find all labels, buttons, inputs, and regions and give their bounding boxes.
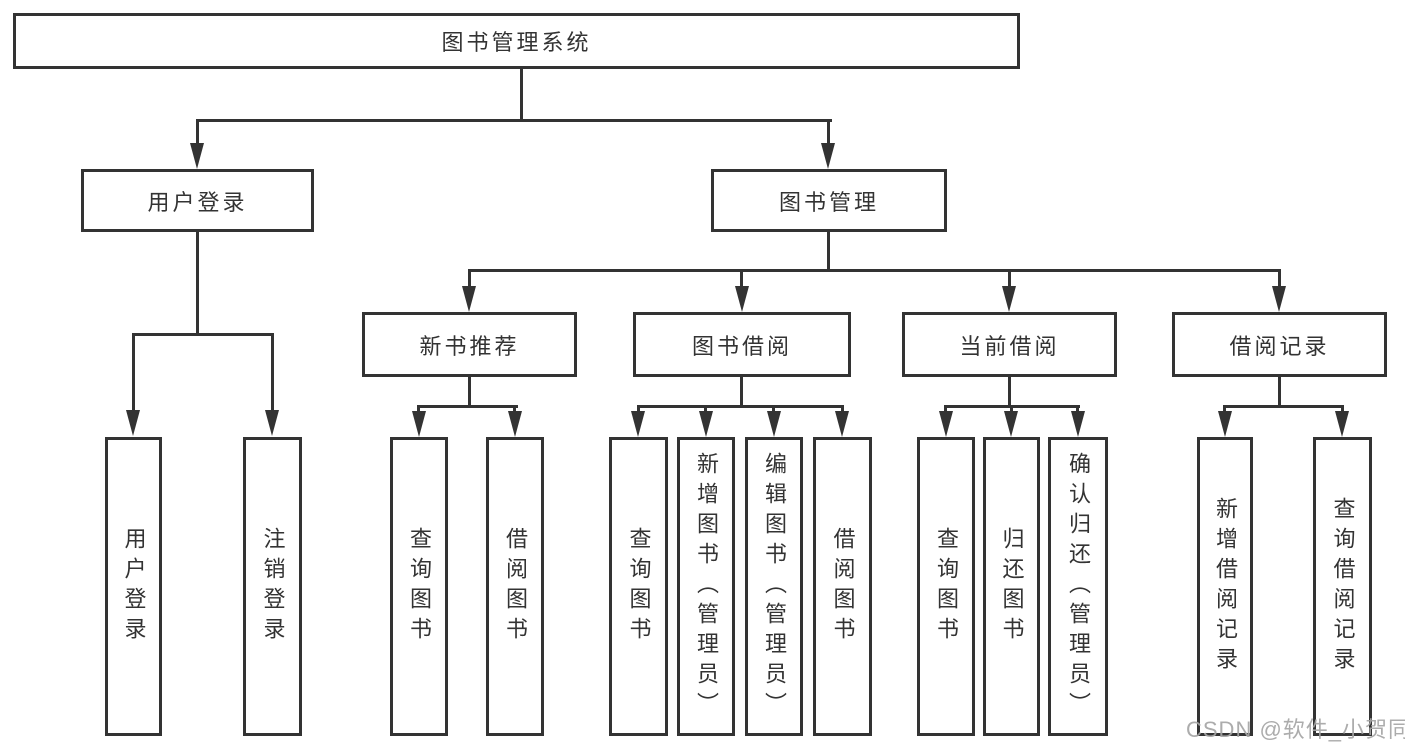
leaf-return-books: 归还图书 <box>983 437 1040 736</box>
connector-line <box>1008 269 1011 289</box>
leaf-label: 查询借阅记录 <box>1330 496 1356 677</box>
node-current-borrowing: 当前借阅 <box>902 312 1117 377</box>
connector-line <box>1278 269 1281 289</box>
node-book-borrowing: 图书借阅 <box>633 312 851 377</box>
leaf-query-books-recommend: 查询图书 <box>390 437 448 736</box>
connector-line <box>704 405 707 414</box>
connector-line <box>417 405 518 408</box>
leaf-borrow-books-recommend: 借阅图书 <box>486 437 544 736</box>
connector-line <box>637 405 844 408</box>
leaf-confirm-return-admin: 确认归还（管理员） <box>1048 437 1108 736</box>
arrowhead-icon <box>462 286 476 312</box>
arrowhead-icon <box>1218 411 1232 437</box>
arrowhead-icon <box>412 411 426 437</box>
node-book-management: 图书管理 <box>711 169 947 232</box>
connector-line <box>271 333 274 412</box>
leaf-add-borrow-record: 新增借阅记录 <box>1197 437 1253 736</box>
node-new-book-recommend: 新书推荐 <box>362 312 577 377</box>
connector-line <box>1010 405 1013 414</box>
leaf-label: 编辑图书（管理员） <box>762 451 787 722</box>
arrowhead-icon <box>1002 286 1016 312</box>
leaf-edit-books-admin: 编辑图书（管理员） <box>745 437 803 736</box>
connector-line <box>1278 375 1281 407</box>
connector-line <box>132 333 274 336</box>
arrowhead-icon <box>835 411 849 437</box>
arrowhead-icon <box>939 411 953 437</box>
leaf-query-books-current: 查询图书 <box>917 437 975 736</box>
arrowhead-icon <box>631 411 645 437</box>
connector-line <box>1076 405 1079 414</box>
connector-line <box>520 67 523 121</box>
connector-line <box>637 405 640 414</box>
leaf-label: 新增借阅记录 <box>1213 496 1238 677</box>
connector-line <box>740 375 743 407</box>
arrowhead-icon <box>1071 411 1085 437</box>
leaf-add-books-admin: 新增图书（管理员） <box>677 437 735 736</box>
csdn-watermark: CSDN @软件_小贺同学 <box>1186 717 1405 742</box>
leaf-label: 归还图书 <box>999 526 1025 647</box>
arrowhead-icon <box>508 411 522 437</box>
leaf-label: 查询图书 <box>407 526 432 647</box>
leaf-label: 借阅图书 <box>503 526 528 647</box>
leaf-query-books-borrowing: 查询图书 <box>609 437 668 736</box>
leaf-borrow-books-borrowing: 借阅图书 <box>813 437 872 736</box>
arrowhead-icon <box>821 143 835 169</box>
leaf-label: 借阅图书 <box>830 526 856 647</box>
leaf-label: 确认归还（管理员） <box>1066 451 1091 722</box>
connector-line <box>1223 405 1226 414</box>
connector-line <box>468 269 471 289</box>
arrowhead-icon <box>1272 286 1286 312</box>
leaf-label: 查询图书 <box>934 526 959 647</box>
connector-line <box>513 405 516 414</box>
connector-line <box>468 269 1281 272</box>
connector-line <box>827 119 830 147</box>
connector-line <box>196 119 832 122</box>
connector-line <box>772 405 775 414</box>
connector-line <box>1223 405 1344 408</box>
connector-line <box>841 405 844 414</box>
connector-line <box>827 230 830 272</box>
leaf-user-login: 用户登录 <box>105 437 162 736</box>
arrowhead-icon <box>126 410 140 436</box>
connector-line <box>196 230 199 335</box>
connector-line <box>132 333 135 412</box>
leaf-label: 用户登录 <box>121 526 147 647</box>
connector-line <box>1341 405 1344 414</box>
arrowhead-icon <box>190 143 204 169</box>
arrowhead-icon <box>699 411 713 437</box>
leaf-label: 新增图书（管理员） <box>694 451 719 722</box>
leaf-label: 查询图书 <box>626 526 652 647</box>
connector-line <box>196 119 199 147</box>
arrowhead-icon <box>265 410 279 436</box>
node-borrowing-records: 借阅记录 <box>1172 312 1387 377</box>
node-user-login: 用户登录 <box>81 169 314 232</box>
arrowhead-icon <box>735 286 749 312</box>
leaf-label: 注销登录 <box>260 526 286 647</box>
connector-line <box>468 375 471 407</box>
node-root: 图书管理系统 <box>13 13 1020 69</box>
leaf-logout: 注销登录 <box>243 437 302 736</box>
connector-line <box>417 405 420 414</box>
arrowhead-icon <box>767 411 781 437</box>
arrowhead-icon <box>1004 411 1018 437</box>
connector-line <box>740 269 743 289</box>
connector-line <box>944 405 947 414</box>
connector-line <box>1008 375 1011 407</box>
leaf-query-borrow-record: 查询借阅记录 <box>1313 437 1372 736</box>
arrowhead-icon <box>1335 411 1349 437</box>
